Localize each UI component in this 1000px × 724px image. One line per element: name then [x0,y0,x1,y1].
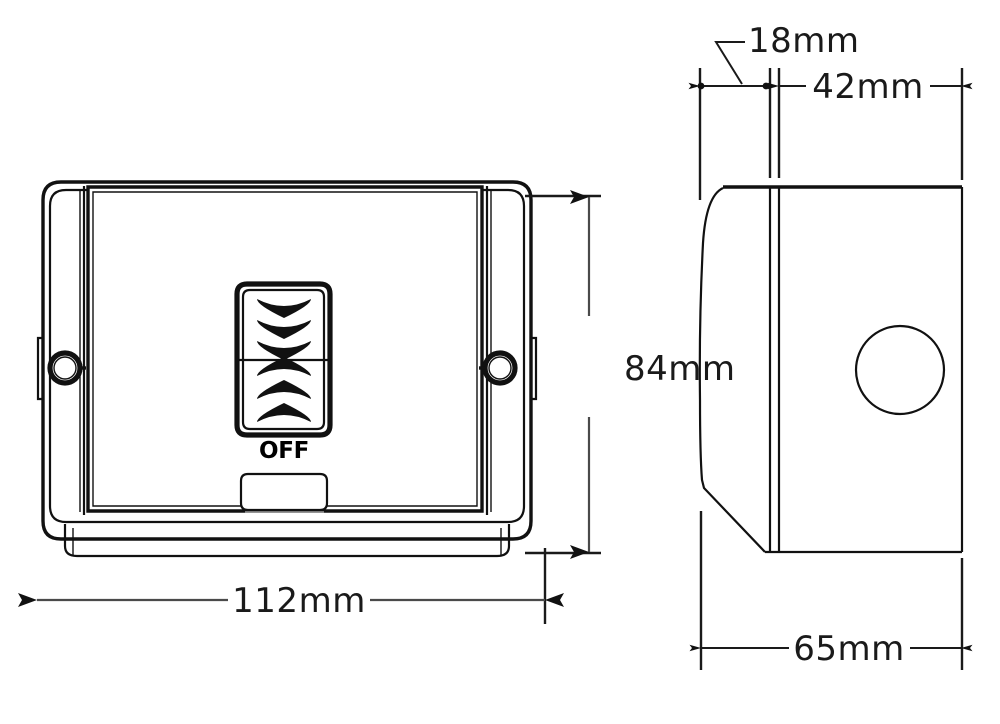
faceplate-inner-outline [50,190,524,522]
rocker-switch[interactable] [237,284,330,435]
side-faceplate-profile [700,188,765,552]
indicator-window [241,474,327,510]
center-panel-inner-edge [93,192,477,506]
dimension-label-112: 112mm [232,581,366,621]
side-knockout-circle [856,326,944,414]
dim-dot-18-left [697,82,705,90]
dimension-width-112: 112mm [18,548,564,624]
side-view [700,187,962,552]
dim-dot-18-right [762,82,770,90]
dimension-label-84: 84mm [624,349,736,389]
screw-tab-left [38,338,43,399]
dimension-height-84: 84mm [525,190,736,559]
dimension-faceplate-18: 18mm [688,21,860,200]
dimension-label-65: 65mm [793,629,905,669]
rocker-slots-upper [257,299,311,360]
leader-line-18 [714,41,745,85]
screw-hole-right [485,353,515,383]
dimension-depth-65: 65mm [689,511,973,670]
switch-off-label: OFF [259,438,309,464]
screw-hole-left [50,353,80,383]
bottom-apron [65,524,509,556]
screw-tab-right [531,338,536,399]
dimension-body-42: 42mm [767,67,973,180]
rocker-slots-lower [257,357,311,422]
dimension-label-42: 42mm [812,67,924,107]
dimension-label-18: 18mm [748,21,860,61]
front-view: OFF [38,182,536,556]
